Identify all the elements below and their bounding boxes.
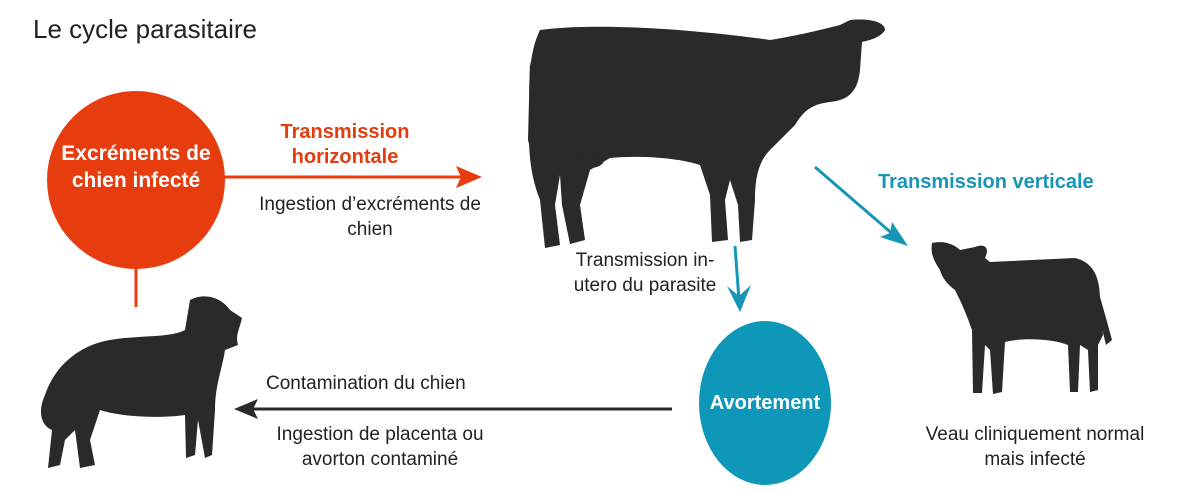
abortion-circle	[699, 321, 831, 485]
horizontal-arrow	[222, 166, 482, 188]
calf-icon	[931, 242, 1112, 394]
dog-contamination-arrow	[234, 399, 672, 419]
horizontal-transmission-desc: Ingestion d’excréments de chien	[259, 194, 481, 240]
abortion-label: Avortement	[709, 392, 821, 414]
dog-contamination-label: Contamination du chien	[266, 373, 466, 394]
dog-ingestion-label: Ingestion de placenta ou avorton contami…	[276, 424, 484, 470]
vertical-transmission-arrow	[814, 165, 908, 246]
infected-feces-circle	[47, 91, 225, 269]
dog-icon	[40, 296, 243, 468]
horizontal-transmission-title: Transmission horizontale	[280, 121, 410, 168]
in-utero-label: Transmission in-utero du parasite	[573, 250, 717, 296]
cow-icon	[528, 19, 885, 249]
in-utero-arrow	[727, 245, 751, 312]
vertical-transmission-title: Transmission verticale	[878, 171, 1094, 193]
page-title: Le cycle parasitaire	[33, 14, 257, 44]
calf-label: Veau cliniquement normal mais infecté	[925, 424, 1145, 470]
infected-feces-label: Excréments de chien infecté	[61, 142, 211, 192]
